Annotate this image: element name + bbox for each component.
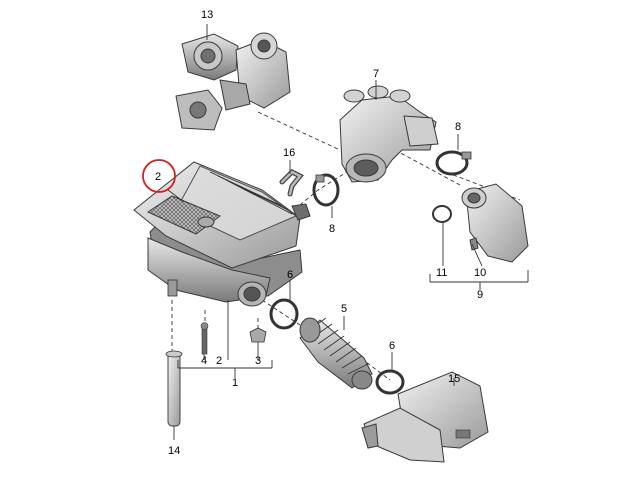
air-intake-duct-part — [361, 371, 489, 463]
throttle-adapter-part — [432, 183, 529, 263]
callout-10: 10 — [474, 267, 486, 279]
callout-15: 15 — [448, 373, 460, 385]
mounting-bolt-part — [200, 322, 209, 355]
highlight-circle — [142, 159, 176, 193]
callout-1: 1 — [232, 377, 238, 389]
intake-pipe-part — [339, 85, 439, 183]
callout-6-bottom: 6 — [389, 340, 395, 352]
callout-16: 16 — [283, 147, 295, 159]
hose-clamp-part — [312, 150, 472, 207]
callout-7: 7 — [373, 68, 379, 80]
callout-9: 9 — [477, 289, 483, 301]
hose-clamp-lower-part — [269, 298, 405, 395]
callout-14: 14 — [168, 445, 180, 457]
callout-labels: 13 7 8 16 2 8 6 11 10 9 5 6 4 2 3 1 15 1… — [155, 9, 486, 457]
callout-2: 2 — [216, 355, 222, 367]
leader-lines — [167, 24, 529, 440]
drain-tube-part — [165, 350, 183, 427]
callout-4: 4 — [201, 355, 207, 367]
callout-8-left: 8 — [329, 223, 335, 235]
callout-2-highlighted: 2 — [155, 171, 161, 183]
callout-13: 13 — [201, 9, 213, 21]
callout-3: 3 — [255, 355, 261, 367]
callout-5: 5 — [341, 303, 347, 315]
callout-11: 11 — [436, 267, 447, 279]
callout-6-top: 6 — [287, 269, 293, 281]
mounting-nut-part — [249, 327, 267, 343]
air-filter-housing-part — [133, 161, 311, 307]
turbocharger-part — [175, 32, 291, 131]
callout-8-top: 8 — [455, 121, 461, 133]
breather-hose-part — [279, 168, 304, 197]
corrugated-hose-part — [299, 317, 373, 390]
